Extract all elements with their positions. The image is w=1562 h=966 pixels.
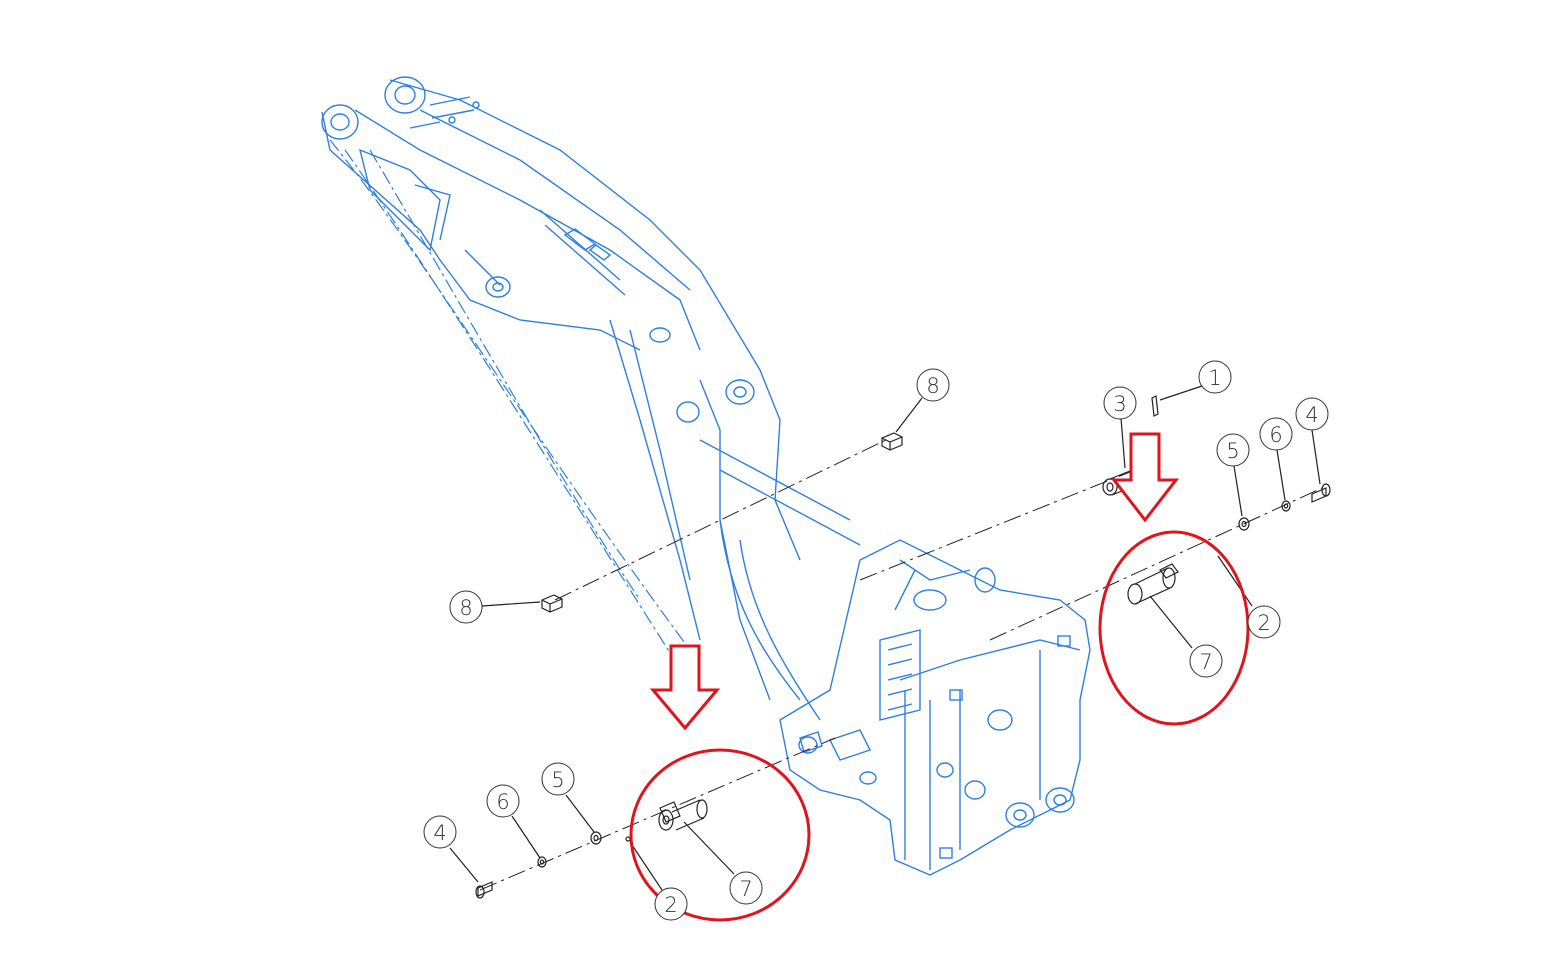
highlight-arrow-right — [1110, 432, 1180, 523]
balloon-5-right: 5 — [1216, 433, 1250, 467]
balloon-8-left: 8 — [449, 590, 483, 624]
balloon-7-right: 7 — [1189, 644, 1223, 678]
part-4-bolt-left — [475, 881, 493, 899]
balloon-5-left-label: 5 — [551, 768, 564, 792]
highlight-arrow-left — [649, 644, 721, 731]
part-4-bolt-right — [1311, 483, 1331, 503]
balloon-2-right-label: 2 — [1257, 611, 1270, 635]
balloon-5-left: 5 — [541, 762, 575, 796]
balloon-4-left: 4 — [423, 815, 457, 849]
balloon-1-label: 1 — [1208, 366, 1221, 390]
balloon-3-label: 3 — [1113, 392, 1126, 416]
balloon-8-left-label: 8 — [459, 596, 472, 620]
part-6-lockwasher-left — [537, 856, 547, 868]
balloon-4-left-label: 4 — [433, 821, 446, 845]
balloon-1: 1 — [1198, 360, 1232, 394]
part-2-pin-left — [625, 836, 631, 842]
balloon-2-left-label: 2 — [664, 893, 677, 917]
part-8-block-top — [881, 432, 903, 451]
balloon-7-left-label: 7 — [739, 877, 752, 901]
centerlines — [479, 437, 1323, 891]
balloon-7-right-label: 7 — [1199, 650, 1212, 674]
balloon-2-left: 2 — [654, 887, 688, 921]
part-1-pin — [1151, 395, 1159, 417]
balloon-7-left: 7 — [729, 871, 763, 905]
hitch-frame-assembly — [779, 539, 1091, 876]
balloon-6-right: 6 — [1259, 417, 1293, 451]
balloon-2-right: 2 — [1247, 605, 1281, 639]
part-7-sleeve-right — [1127, 563, 1179, 605]
highlight-circle-right — [1098, 530, 1250, 726]
balloon-6-right-label: 6 — [1269, 423, 1282, 447]
balloon-6-left-label: 6 — [496, 790, 509, 814]
balloon-4-right-label: 4 — [1305, 403, 1318, 427]
balloon-8-top: 8 — [916, 368, 950, 402]
part-6-lockwasher-right — [1281, 500, 1291, 512]
part-5-washer-left — [590, 831, 602, 845]
part-5-washer-right — [1238, 517, 1250, 531]
balloon-3: 3 — [1103, 386, 1137, 420]
balloon-4-right: 4 — [1295, 397, 1329, 431]
balloon-6-left: 6 — [486, 784, 520, 818]
highlight-circle-left — [629, 748, 811, 922]
leader-lines — [449, 385, 1321, 891]
balloon-5-right-label: 5 — [1226, 439, 1239, 463]
balloon-8-top-label: 8 — [926, 374, 939, 398]
loader-arm-assembly — [321, 76, 861, 721]
part-8-block-left — [541, 594, 563, 613]
part-7-sleeve-left — [658, 799, 708, 831]
